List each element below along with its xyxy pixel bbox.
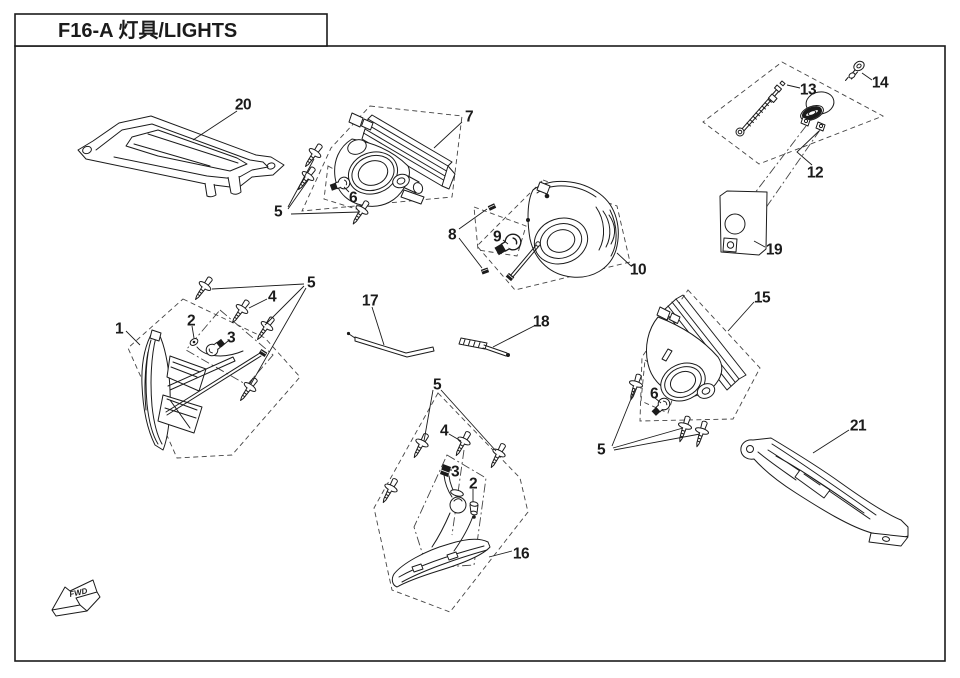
part-callout-3: 3 (227, 330, 236, 347)
fwd-marker: FWD (51, 579, 101, 617)
screw-icon (292, 163, 320, 194)
part-callout-4: 4 (268, 289, 277, 306)
screw-icon (376, 475, 403, 507)
part-callout-5: 5 (307, 275, 316, 292)
position-lamp-group (702, 60, 885, 256)
nut-icon (487, 202, 497, 212)
page-title: F16-A 灯具/LIGHTS (58, 19, 237, 42)
part-callout-8: 8 (448, 227, 457, 244)
part-callout-15: 15 (754, 290, 771, 307)
part-callout-18: 18 (533, 314, 550, 331)
nut-icon (505, 272, 515, 282)
part-callout-7: 7 (465, 109, 473, 126)
part-callout-17: 17 (362, 293, 378, 310)
screw-icon (672, 413, 696, 445)
bulb-icon (203, 336, 228, 359)
screw-icon (407, 430, 434, 462)
part-callout-5: 5 (433, 377, 442, 394)
part-callout-16: 16 (513, 546, 530, 563)
part-callout-14: 14 (872, 75, 889, 92)
part-callout-6: 6 (650, 386, 659, 403)
part-callout-2: 2 (187, 313, 195, 330)
part-17-rod (346, 306, 435, 358)
nut-icon (258, 348, 268, 358)
fwd-arrow-icon (51, 579, 98, 611)
part-callout-5: 5 (597, 442, 606, 459)
page-border (14, 45, 946, 662)
part-18-rod (458, 325, 535, 357)
part-callout-19: 19 (766, 242, 783, 259)
page-frame: F16-A 灯具/LIGHTS (14, 13, 946, 662)
part-callout-21: 21 (850, 418, 867, 435)
part-15-headlight-assembly (611, 289, 761, 451)
part-7-headlight-assembly (287, 105, 463, 229)
part-callout-13: 13 (800, 82, 817, 99)
part-callout-1: 1 (115, 321, 124, 338)
part-callout-3: 3 (451, 464, 460, 481)
screw-icon (234, 374, 262, 405)
part-callout-12: 12 (807, 165, 823, 182)
part-callout-2: 2 (469, 476, 477, 493)
screw-icon (484, 440, 511, 472)
part-callout-4: 4 (440, 423, 449, 440)
fwd-label: FWD (69, 586, 89, 599)
part-callout-6: 6 (349, 190, 358, 207)
part-callout-10: 10 (630, 262, 646, 279)
part-1-turnsignal-assembly (125, 273, 307, 459)
part-10-headlight-assembly (458, 179, 632, 291)
screw-icon (449, 428, 476, 460)
part-21-bracket (740, 429, 909, 547)
part-callout-9: 9 (493, 229, 502, 246)
screw-icon (623, 371, 647, 403)
part-20-bracket (77, 110, 285, 198)
part-16-turnsignal-assembly (373, 389, 529, 613)
screw-icon (689, 418, 713, 450)
part-callout-20: 20 (235, 97, 251, 114)
nut-icon (480, 267, 490, 275)
screw-icon (251, 313, 279, 344)
part-callout-5: 5 (274, 204, 283, 221)
title-box (14, 13, 328, 47)
